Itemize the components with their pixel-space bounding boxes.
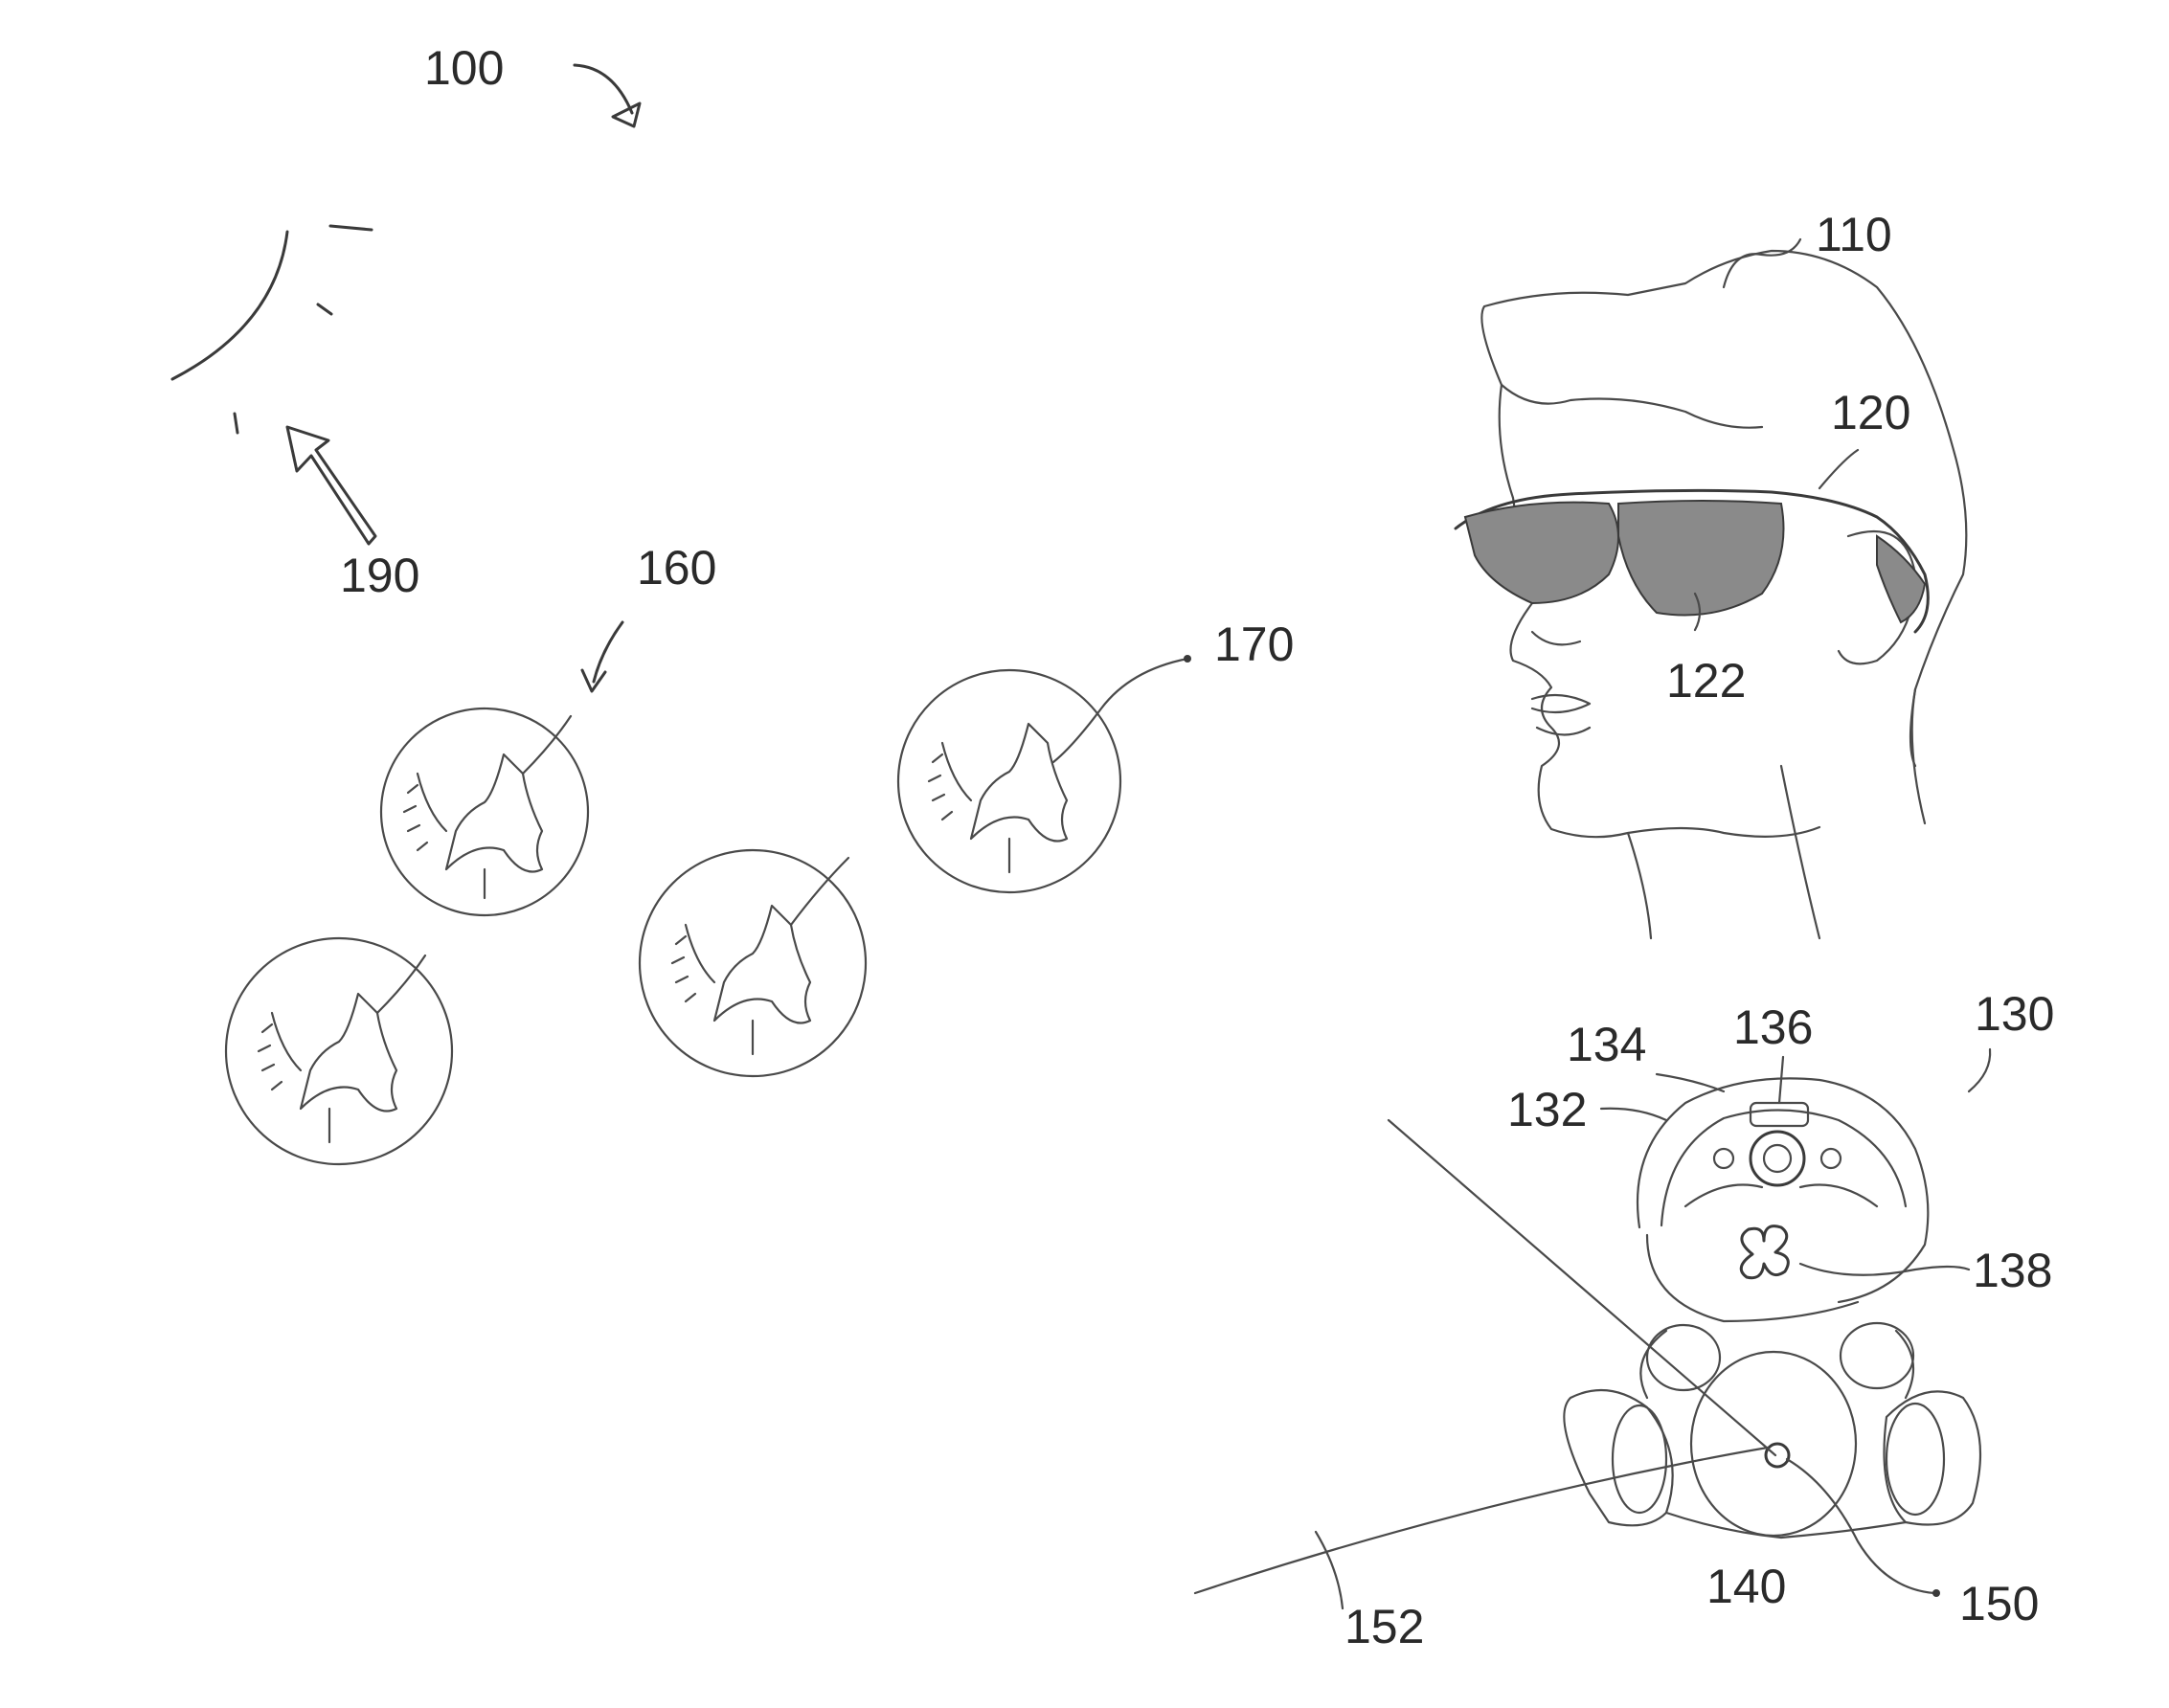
label-160: 160 <box>637 541 716 595</box>
leader-136 <box>1779 1057 1783 1103</box>
label-138: 138 <box>1973 1244 2052 1297</box>
virtual-object-badge <box>898 670 1120 892</box>
toy-bear-icon <box>1564 1078 1980 1538</box>
light-source-icon <box>172 226 375 544</box>
leader-134 <box>1657 1074 1724 1091</box>
leader-138 <box>1800 1264 1969 1275</box>
label-190: 190 <box>340 549 419 602</box>
label-132: 132 <box>1507 1083 1587 1136</box>
leader-110 <box>1724 239 1800 287</box>
label-140: 140 <box>1706 1560 1786 1613</box>
label-134: 134 <box>1567 1018 1646 1071</box>
leader-130 <box>1969 1049 1990 1091</box>
leader-160 <box>594 622 622 682</box>
label-136: 136 <box>1733 1000 1813 1054</box>
label-122: 122 <box>1666 654 1746 708</box>
leader-150-dot <box>1932 1589 1940 1597</box>
label-100: 100 <box>424 41 504 95</box>
virtual-object-badge <box>381 708 588 915</box>
label-120: 120 <box>1831 386 1910 439</box>
virtual-object-badge <box>640 850 866 1076</box>
leader-170-dot <box>1184 655 1191 663</box>
leader-132 <box>1601 1109 1666 1120</box>
label-152: 152 <box>1344 1600 1424 1653</box>
arrow-100-icon <box>575 65 640 126</box>
leader-120 <box>1819 450 1858 488</box>
label-110: 110 <box>1816 208 1892 261</box>
label-130: 130 <box>1975 987 2054 1041</box>
leader-170 <box>1053 659 1187 762</box>
label-170: 170 <box>1214 618 1294 671</box>
beam-icon <box>1195 1120 1775 1608</box>
virtual-object-badge <box>226 938 452 1164</box>
label-150: 150 <box>1959 1577 2039 1630</box>
